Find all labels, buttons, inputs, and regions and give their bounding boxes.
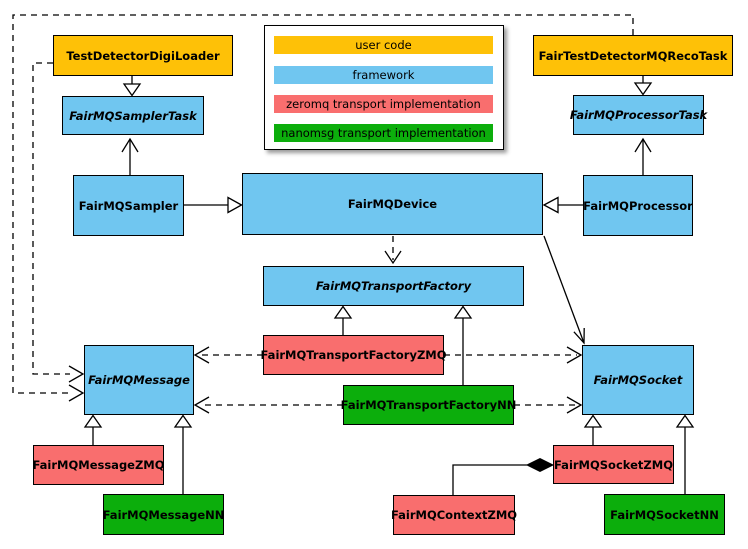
class-node-fairmqprocessortask: FairMQProcessorTask [570,95,707,135]
class-node-fairmqsocket: FairMQSocket [582,345,694,415]
edge-inheritance-recotask-processortask [633,76,653,96]
edge-inheritance-tfnn-transportfactory [453,305,473,385]
edge-inheritance-messagezmq-message [83,414,103,445]
edge-inheritance-socketnn-socket [675,414,695,494]
edge-inheritance-sampler-device [184,196,243,214]
edge-dependency-tfzmq-socket [444,346,583,364]
edge-dependency-tfnn-message [193,396,343,414]
class-node-fairmqsamplertask: FairMQSamplerTask [62,96,204,135]
class-node-fairmqdevice: FairMQDevice [242,173,543,235]
class-node-fairmqsocketnn: FairMQSocketNN [604,494,725,535]
class-node-fairmqprocessor: FairMQProcessor [583,175,693,236]
edge-dependency-tfnn-socket [514,396,583,414]
class-node-fairmqmessagenn: FairMQMessageNN [103,494,224,535]
edge-inheritance-digiloader-samplertask [122,76,142,97]
class-node-fairtestdetectormqrecotask: FairTestDetectorMQRecoTask [533,35,733,76]
legend-box: user code framework zeromq transport imp… [264,25,504,150]
edge-inheritance-processor-device [542,196,583,214]
legend-item-nanomsg: nanomsg transport implementation [274,124,493,142]
legend-item-framework: framework [274,66,493,84]
class-node-testdetectordigiloader: TestDetectorDigiLoader [53,35,233,76]
edge-association-sampler-samplertask [121,137,139,175]
edge-inheritance-socketzmq-socket [583,414,603,445]
edge-association-processor-processortask [634,137,652,175]
class-node-fairmqmessage: FairMQMessage [84,345,194,415]
class-node-fairmqtransportfactory: FairMQTransportFactory [263,266,524,306]
edge-composition-contextzmq-socketzmq [452,457,555,495]
class-node-fairmqmessagezmq: FairMQMessageZMQ [32,445,165,485]
class-node-fairmqsampler: FairMQSampler [73,175,184,236]
legend-item-user-code: user code [274,36,493,54]
legend-item-zeromq: zeromq transport implementation [274,95,493,113]
edge-dependency-tfzmq-message [193,346,263,364]
edge-inheritance-tfzmq-transportfactory [333,305,353,335]
edge-dependency-digiloader-message [32,62,85,383]
class-node-fairmqsocketzmq: FairMQSocketZMQ [553,445,674,484]
edge-association-device-socket [543,235,585,345]
edge-dependency-recotask-message [12,14,634,402]
class-node-fairmqcontextzmq: FairMQContextZMQ [391,495,517,535]
edge-dependency-device-transportfactory [384,236,402,265]
edge-inheritance-messagenn-message [173,414,193,494]
class-node-fairmqtransportfactorynn: FairMQTransportFactoryNN [341,385,516,425]
class-node-fairmqtransportfactoryzmq: FairMQTransportFactoryZMQ [261,335,447,375]
